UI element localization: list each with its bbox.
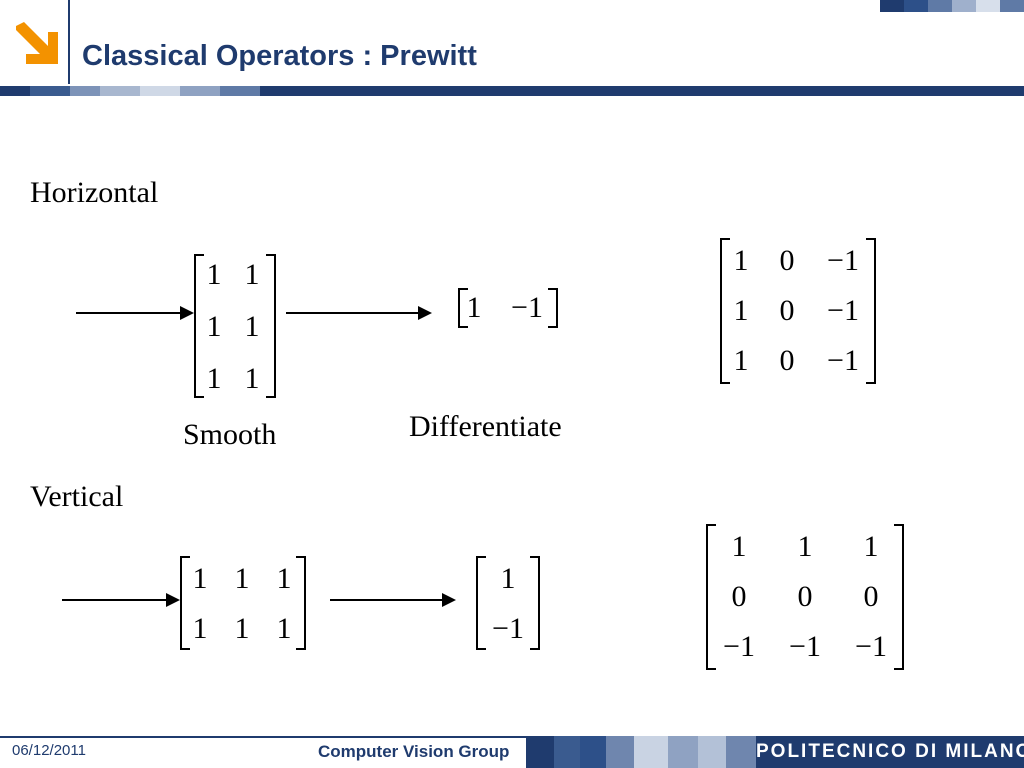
footer-line [0, 736, 526, 738]
matrix-cell: 1 [192, 562, 208, 595]
matrix-cell: 1 [234, 612, 250, 645]
matrix-cell: −1 [855, 630, 887, 663]
horizontal-result-matrix: 1 0 −1 1 0 −1 1 0 −1 [720, 238, 876, 384]
vertical-result-matrix: 1 1 1 0 0 0 −1 −1 −1 [706, 524, 904, 670]
matrix-cell: 1 [206, 362, 222, 395]
arrow-icon [62, 593, 180, 607]
matrix-cell: 1 [466, 291, 482, 324]
matrix-cell: 1 [731, 530, 747, 563]
matrix-cell: 1 [244, 362, 260, 395]
vertical-diff-matrix: 1 −1 [476, 556, 540, 650]
arrow-icon [76, 306, 194, 320]
matrix-cell: 1 [733, 344, 749, 377]
vertical-heading: Vertical [30, 480, 124, 513]
matrix-cell: 1 [192, 612, 208, 645]
matrix-cell: 1 [797, 530, 813, 563]
header-divider [68, 0, 70, 84]
matrix-cell: 0 [779, 244, 795, 277]
matrix-cell: 0 [863, 580, 879, 613]
vertical-smooth-matrix: 1 1 1 1 1 1 [180, 556, 306, 650]
matrix-cell: −1 [723, 630, 755, 663]
header-color-strip [880, 0, 1024, 12]
matrix-cell: −1 [511, 291, 543, 324]
matrix-cell: −1 [827, 294, 859, 327]
horizontal-diff-matrix: 1 −1 [458, 288, 558, 328]
matrix-cell: 1 [500, 562, 516, 595]
slide-header: Classical Operators : Prewitt [0, 0, 1024, 98]
smooth-label: Smooth [183, 418, 277, 451]
matrix-cell: 1 [733, 294, 749, 327]
matrix-cell: 0 [779, 294, 795, 327]
matrix-cell: 1 [206, 258, 222, 291]
matrix-cell: 1 [206, 310, 222, 343]
matrix-cell: 0 [797, 580, 813, 613]
matrix-cell: 1 [276, 562, 292, 595]
institution-brand: POLITECNICO DI MILANO [756, 736, 1024, 768]
footer-date: 06/12/2011 [12, 742, 86, 759]
arrow-icon [330, 593, 456, 607]
slide-title: Classical Operators : Prewitt [82, 40, 477, 72]
matrix-cell: 0 [779, 344, 795, 377]
matrix-cell: 1 [234, 562, 250, 595]
matrix-cell: −1 [827, 244, 859, 277]
header-band [0, 86, 1024, 96]
horizontal-heading: Horizontal [30, 176, 159, 209]
matrix-cell: 1 [733, 244, 749, 277]
matrix-cell: −1 [827, 344, 859, 377]
footer-band [526, 736, 756, 768]
arrow-icon [286, 306, 432, 320]
polimi-arrow-logo [12, 18, 62, 68]
matrix-cell: 1 [863, 530, 879, 563]
matrix-cell: 1 [244, 310, 260, 343]
matrix-cell: −1 [492, 612, 524, 645]
matrix-cell: −1 [789, 630, 821, 663]
matrix-cell: 0 [731, 580, 747, 613]
differentiate-label: Differentiate [409, 410, 562, 443]
footer-group: Computer Vision Group [318, 742, 510, 761]
matrix-cell: 1 [244, 258, 260, 291]
matrix-cell: 1 [276, 612, 292, 645]
horizontal-smooth-matrix: 1 1 1 1 1 1 [194, 254, 276, 398]
